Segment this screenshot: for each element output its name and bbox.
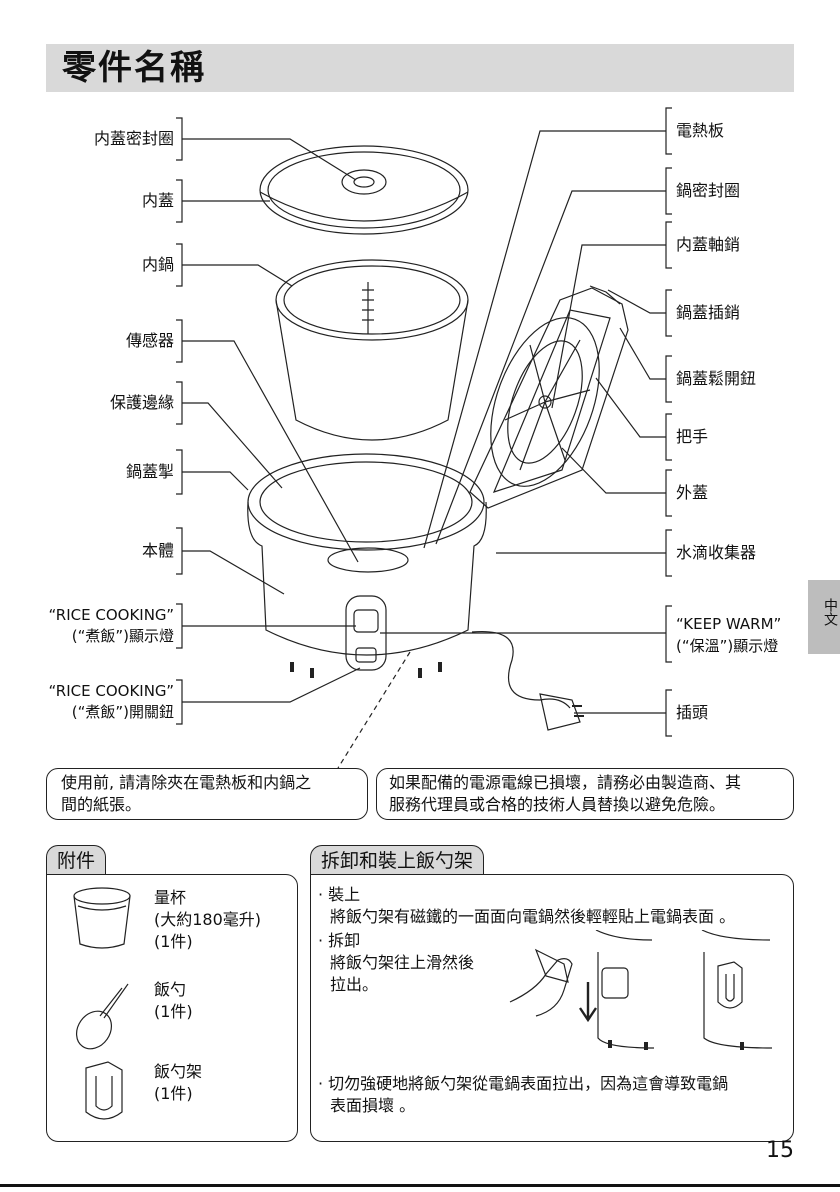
accessories-title: 附件	[46, 845, 106, 876]
label-inner-lid-seal: 内蓋密封圈	[94, 129, 174, 149]
holder-remove-text-2: 拉出。	[330, 974, 378, 996]
arrow-down-icon	[580, 982, 596, 1020]
label-rice-cooking-switch-1: “RICE COOKING”	[48, 681, 174, 701]
label-keep-warm-lamp-2: (“保溫”)顯示燈	[676, 636, 778, 656]
outer-lid-drawing	[470, 286, 628, 508]
accessory-paddle-name: 飯勺	[154, 979, 186, 1001]
label-heating-plate: 電熱板	[676, 121, 724, 141]
paddle-holder-icon	[86, 1062, 122, 1119]
cooker-side-with-holder-2	[702, 930, 772, 1050]
language-tab-label: 中文	[808, 598, 840, 626]
label-inner-pot: 内鍋	[142, 255, 174, 275]
label-drip-collector: 水滴收集器	[676, 543, 756, 563]
power-cord-drawing	[472, 632, 584, 730]
note-before-use-line1: 使用前, 請清除夾在電熱板和内鍋之	[61, 772, 311, 794]
measuring-cup-icon	[74, 888, 130, 948]
accessory-cup-detail: (大約180毫升)	[154, 909, 261, 931]
cooker-body-drawing	[248, 454, 486, 678]
accessory-cup-name: 量杯	[154, 887, 186, 909]
holder-remove-heading: · 拆卸	[318, 930, 360, 952]
note-before-use-line2: 間的紙張。	[61, 794, 141, 816]
holder-removal-illustration	[506, 930, 786, 1056]
holder-title: 拆卸和裝上飯勺架	[310, 845, 484, 876]
label-main-body: 本體	[142, 541, 174, 561]
label-rice-cooking-switch-2: (“煮飯”)開關鈕	[72, 702, 174, 722]
rice-paddle-icon	[69, 984, 128, 1056]
left-leader-lines	[182, 139, 360, 702]
label-lid-release-button: 鍋蓋鬆開鈕	[676, 369, 756, 389]
holder-warning-line1: · 切勿強硬地將飯勺架從電鍋表面拉出，因為這會導致電鍋	[318, 1073, 728, 1095]
note-power-cord-line2: 服務代理員或合格的技術人員替換以避免危險。	[389, 794, 725, 816]
cooker-side-with-holder-1	[596, 930, 654, 1050]
note-power-cord-line1: 如果配備的電源電線已損壞，請務必由製造商、其	[389, 772, 741, 794]
label-rice-cooking-lamp-1: “RICE COOKING”	[48, 605, 174, 625]
label-handle: 把手	[676, 427, 708, 447]
label-rice-cooking-lamp-2: (“煮飯”)顯示燈	[72, 626, 174, 646]
accessory-drawings	[60, 880, 150, 1130]
accessory-holder-name: 飯勺架	[154, 1061, 202, 1083]
holder-attach-heading: · 裝上	[318, 884, 360, 906]
bottom-rule	[0, 1184, 840, 1187]
label-sensor: 傳感器	[126, 331, 174, 351]
label-pot-seal: 鍋密封圈	[676, 181, 740, 201]
label-keep-warm-lamp-1: “KEEP WARM”	[676, 614, 781, 634]
label-outer-lid: 外蓋	[676, 483, 708, 503]
label-plug: 插頭	[676, 703, 708, 723]
inner-lid-drawing	[260, 146, 468, 234]
note-before-use: 使用前, 請清除夾在電熱板和内鍋之 間的紙張。	[46, 768, 368, 820]
note-power-cord: 如果配備的電源電線已損壞，請務必由製造商、其 服務代理員或合格的技術人員替換以避…	[376, 768, 794, 820]
label-lid-latch: 鍋蓋掣	[126, 462, 174, 482]
accessory-holder-qty: (1件)	[154, 1083, 193, 1105]
label-inner-lid: 内蓋	[142, 191, 174, 211]
accessory-paddle-qty: (1件)	[154, 1001, 193, 1023]
holder-attach-text: 將飯勺架有磁鐵的一面面向電鍋然後輕輕貼上電鍋表面 。	[330, 906, 735, 928]
page-number: 15	[766, 1138, 794, 1163]
holder-remove-text-1: 將飯勺架往上滑然後	[330, 952, 474, 974]
left-callout-brackets	[176, 118, 182, 724]
holder-warning-line2: 表面損壞 。	[330, 1095, 415, 1117]
label-inner-lid-pin: 内蓋軸銷	[676, 235, 740, 255]
accessory-cup-qty: (1件)	[154, 931, 193, 953]
inner-pot-drawing	[276, 260, 468, 440]
label-protective-edge: 保護邊緣	[110, 393, 174, 413]
hand-sliding-holder-icon	[510, 950, 572, 1016]
label-lid-pin: 鍋蓋插銷	[676, 303, 740, 323]
right-callout-brackets	[666, 108, 672, 736]
